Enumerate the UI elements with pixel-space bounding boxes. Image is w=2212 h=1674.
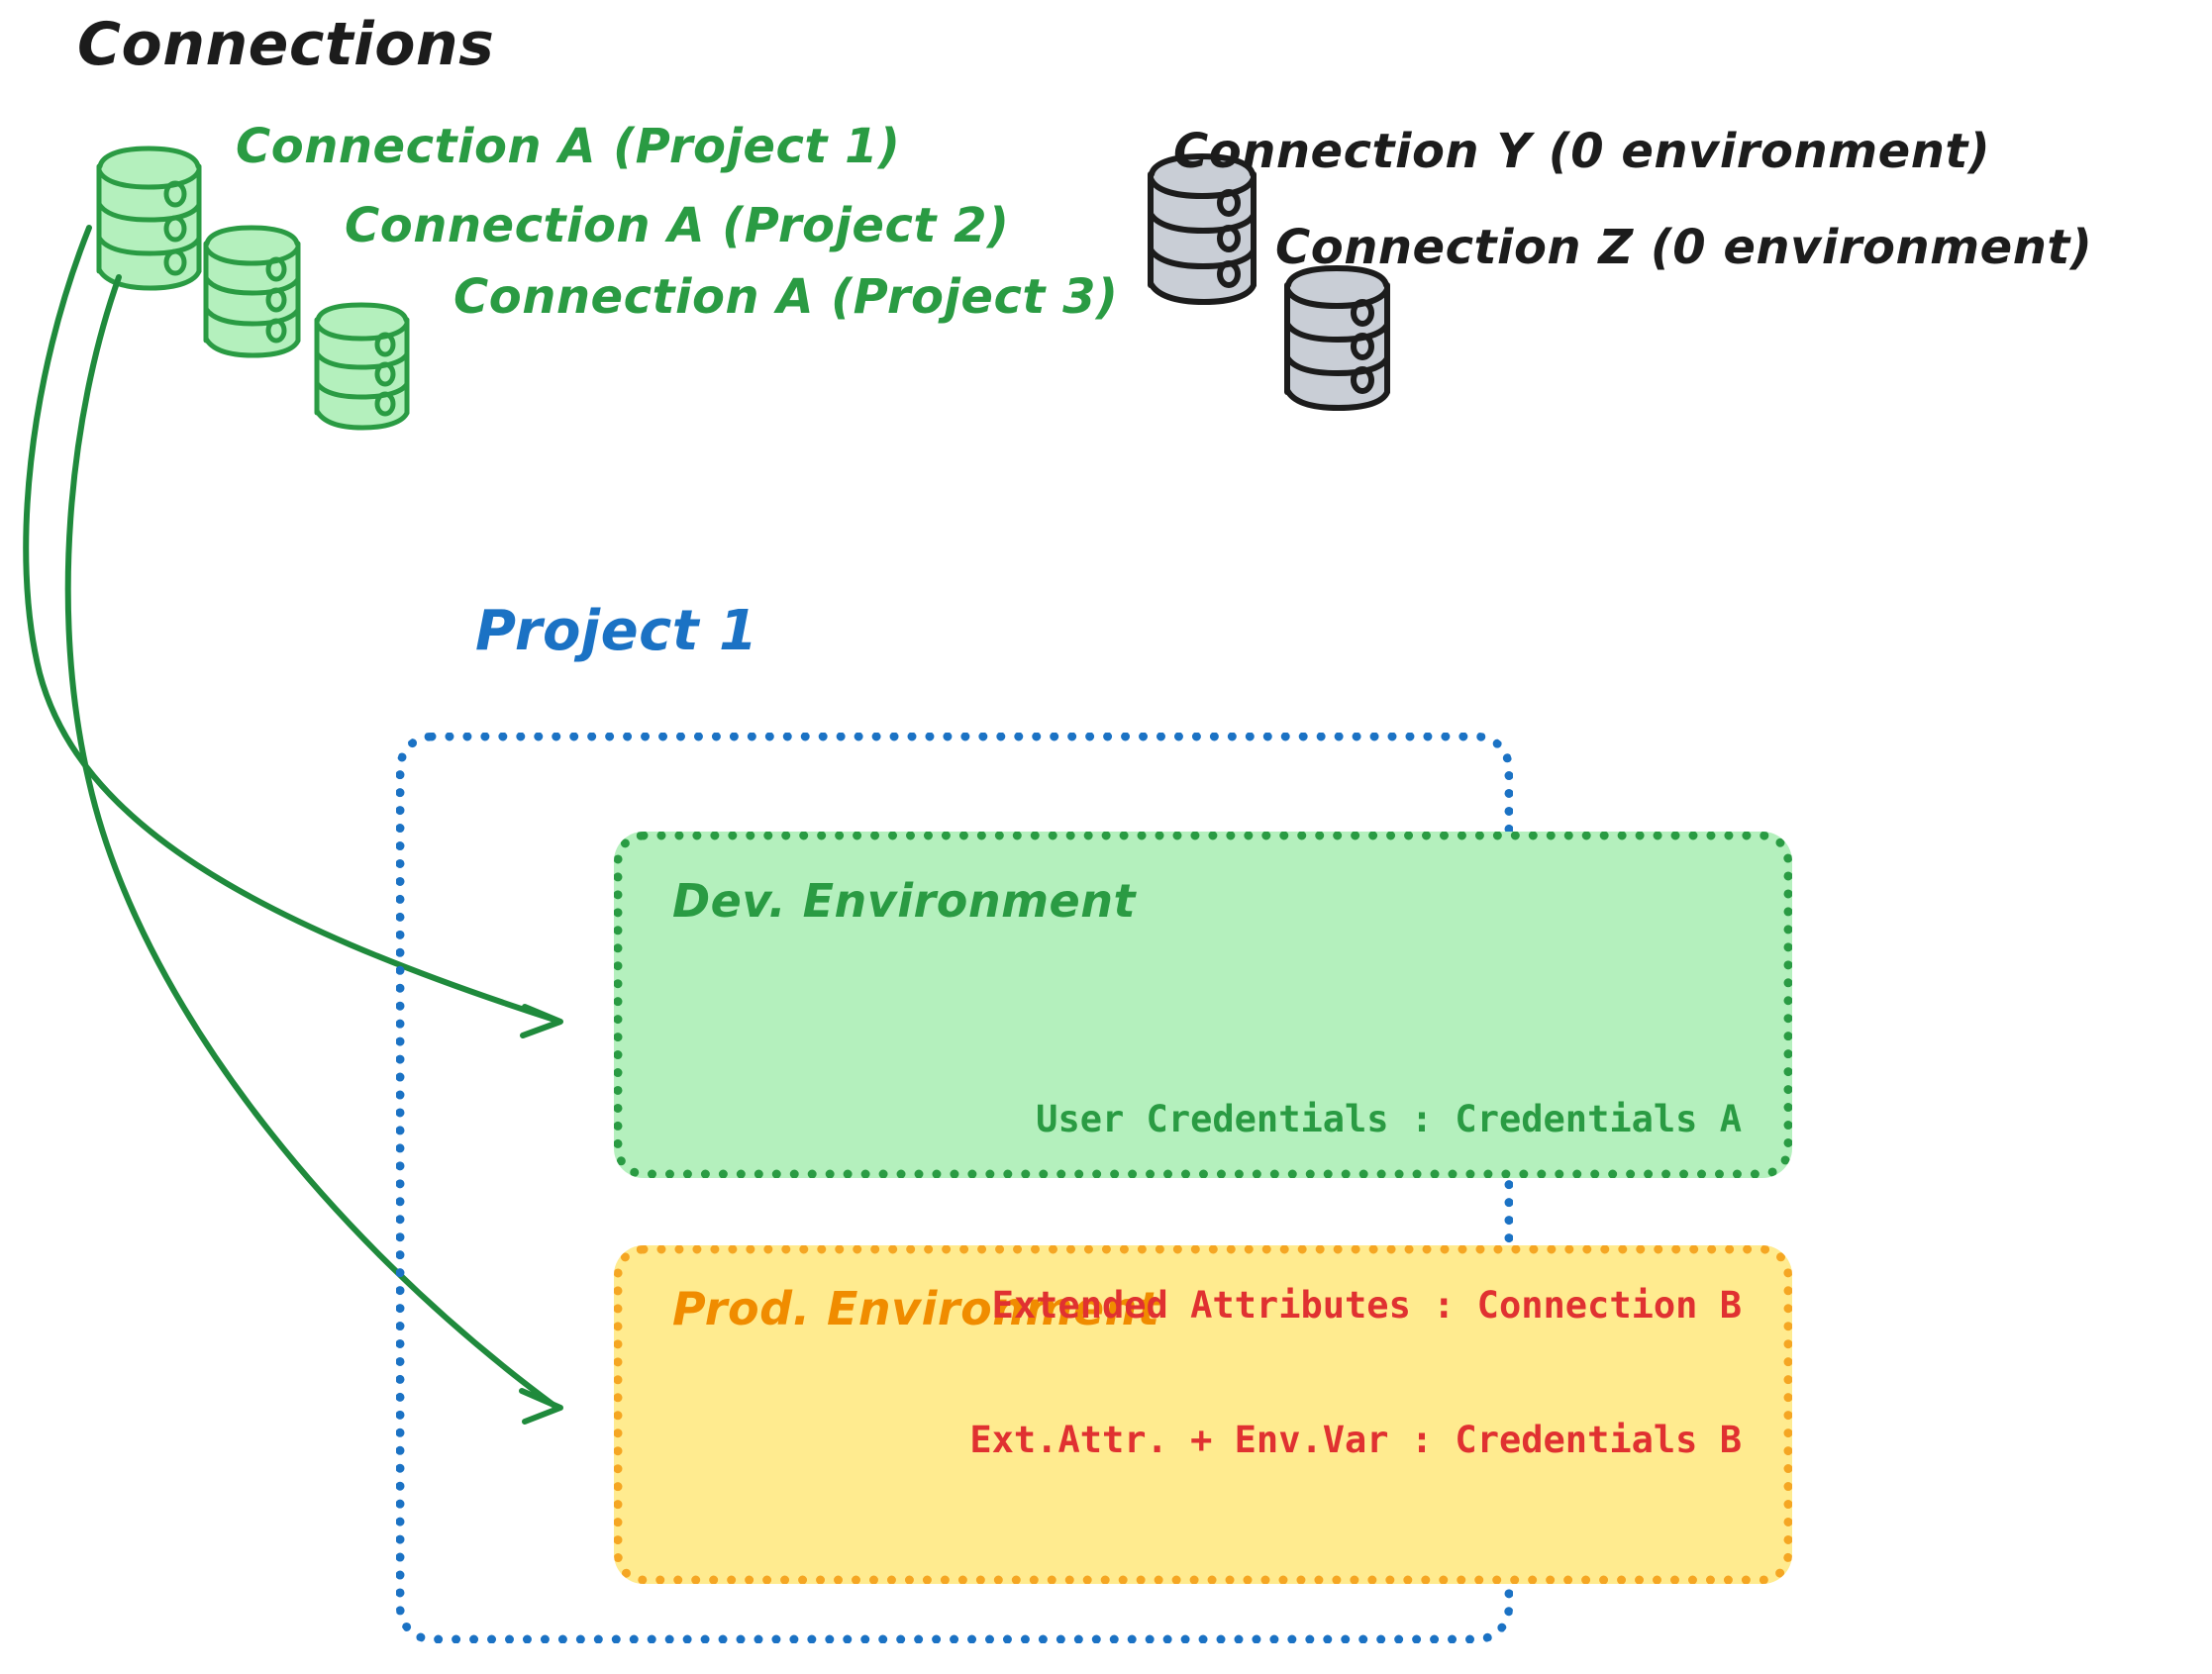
project-title: Project 1 [475,599,758,663]
environment-detail-prod-line-1: Extended Attributes : Connection B [991,1284,1742,1328]
environment-box-dev: Dev. Environment User Credentials : Cred… [614,832,1792,1178]
environment-detail-dev: User Credentials : Credentials A [1036,1097,1742,1140]
environment-title-dev: Dev. Environment [672,874,1136,928]
connection-label-a-project-1: Connection A (Project 1) [236,119,901,174]
connection-label-z: Connection Z (0 environment) [1275,220,2093,275]
environment-detail-prod-line-2: Ext.Attr. + Env.Var : Credentials B [969,1418,1742,1461]
connection-label-a-project-3: Connection A (Project 3) [453,269,1119,325]
database-icon-connection-z [1284,265,1390,411]
project-container-project-1 [396,733,1513,1643]
connection-label-a-project-2: Connection A (Project 2) [345,198,1010,253]
page-title: Connections [77,10,495,79]
environment-detail-prod: Extended Attributes : Connection B Ext.A… [969,1194,1742,1551]
environment-box-prod: Prod. Environment Extended Attributes : … [614,1245,1792,1584]
environment-title-prod: Prod. Environment [672,1282,1160,1335]
connection-label-y: Connection Y (0 environment) [1173,124,1991,179]
database-icon-connection-a-project-3 [314,302,410,431]
database-icon-connection-a-project-2 [203,225,301,358]
database-icon-connection-a-project-1 [96,146,202,291]
